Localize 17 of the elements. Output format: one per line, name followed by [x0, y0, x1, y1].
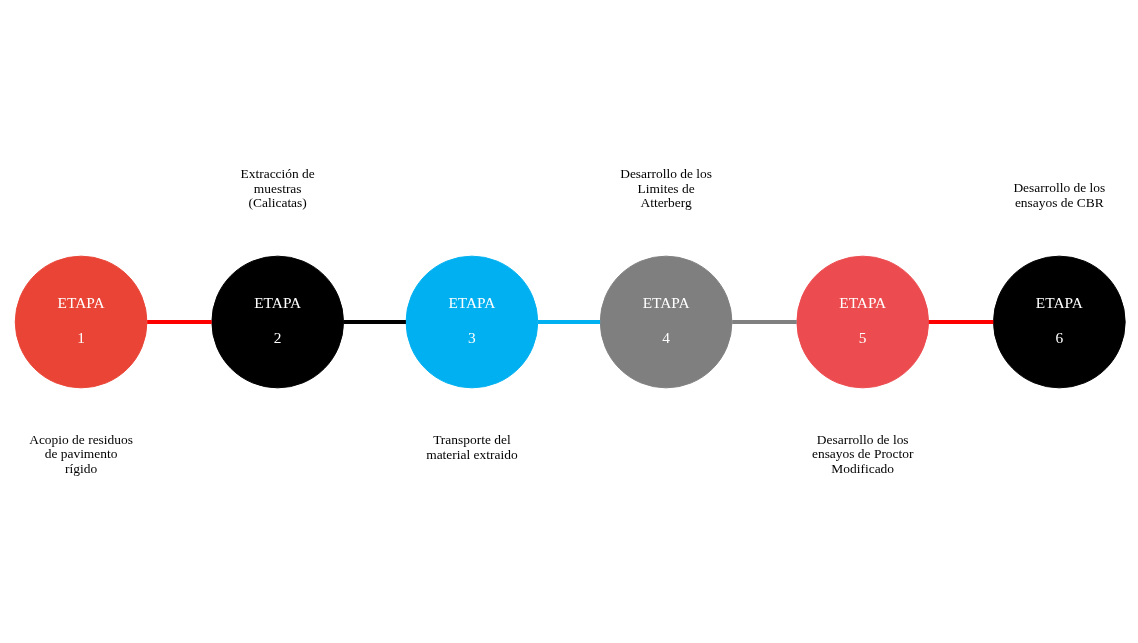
- node-circle: ETAPA 4: [599, 255, 733, 388]
- node-label: Desarrollo de los ensayos de CBR: [1013, 179, 1106, 210]
- node-label: Desarrollo de los ensayos de Proctor Modificado: [811, 431, 914, 476]
- node-circle: ETAPA 6: [993, 255, 1126, 388]
- node-label: Extracción de muestras (Calicatas): [240, 165, 315, 210]
- node-label: Desarrollo de los Limites de Atterberg: [620, 165, 713, 210]
- node-circle: ETAPA 2: [211, 255, 345, 388]
- node-circle: ETAPA 1: [14, 255, 148, 388]
- node-label: Transporte del material extraido: [426, 431, 518, 462]
- connector: [343, 319, 406, 324]
- connector: [537, 319, 601, 324]
- connector: [147, 319, 212, 324]
- connector: [928, 319, 994, 324]
- node-label: Acopio de residuos de pavimento rígido: [29, 431, 133, 476]
- node-circle: ETAPA 5: [796, 255, 930, 388]
- node-circle: ETAPA 3: [405, 255, 539, 388]
- connector: [732, 319, 797, 324]
